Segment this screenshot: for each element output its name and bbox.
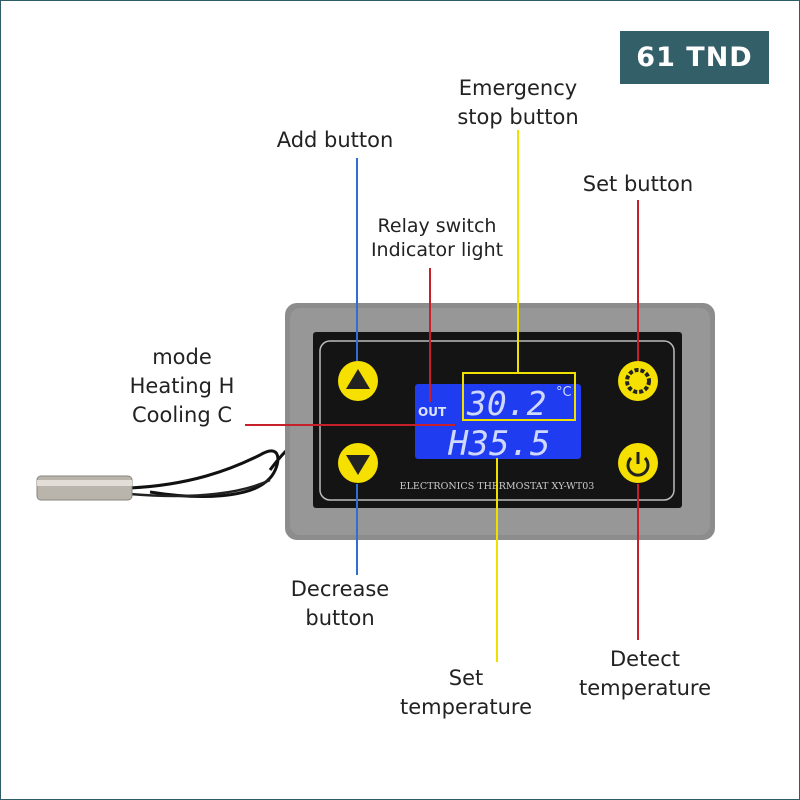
arrow-up-icon xyxy=(346,369,370,389)
set-button[interactable] xyxy=(618,361,658,401)
set-temperature-display: H35.5 xyxy=(447,424,550,464)
add-button[interactable] xyxy=(338,361,378,401)
out-indicator: OUT xyxy=(418,405,447,419)
power-icon xyxy=(626,456,650,477)
price-badge: 61 TND xyxy=(620,31,769,84)
emergency-stop-button[interactable] xyxy=(618,443,658,483)
temperature-probe xyxy=(36,475,133,501)
arrow-down-icon xyxy=(346,455,370,475)
current-temperature: 30.2 xyxy=(466,384,546,423)
sensor-cable xyxy=(129,438,301,498)
temperature-unit: °C xyxy=(556,385,572,400)
add-button-label: Add button xyxy=(276,128,394,152)
set-button-label: Set button xyxy=(582,172,694,196)
lcd-screen xyxy=(415,384,581,459)
decrease-button[interactable] xyxy=(338,443,378,483)
gear-icon xyxy=(625,368,651,394)
